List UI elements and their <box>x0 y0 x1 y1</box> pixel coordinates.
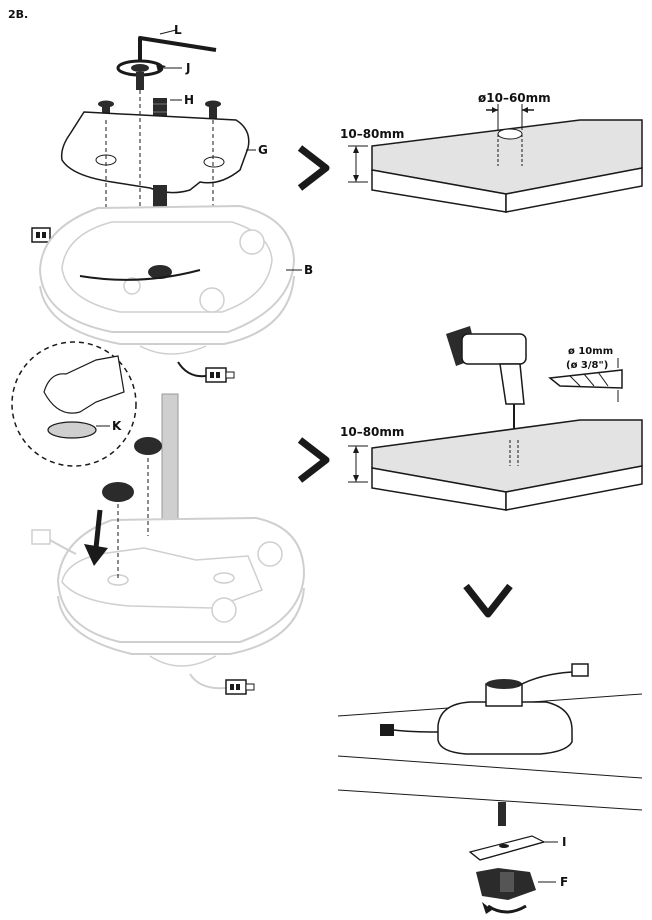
desk-thickness-dimension-bottom <box>348 445 368 483</box>
arrow-down-icon <box>463 583 513 618</box>
drill-bit-icon <box>548 358 623 402</box>
mounting-plate-g-icon <box>60 111 250 194</box>
rod-under-desk-icon <box>498 802 506 826</box>
mounted-base-icon <box>380 663 589 755</box>
hole-diameter-label: ø10–60mm <box>478 91 551 105</box>
washer-plate-i-icon <box>468 835 546 861</box>
part-label-J: J <box>185 61 190 75</box>
adhesive-pad-inset <box>11 341 137 467</box>
drill-icon <box>446 326 527 436</box>
desk-with-hole <box>371 119 643 213</box>
hole-diameter-dimension <box>486 104 534 130</box>
step-label: 2B. <box>8 8 28 21</box>
wing-nut-f-icon <box>476 868 536 900</box>
base-b-icon <box>38 204 296 355</box>
desk-for-drilling <box>371 419 643 511</box>
arrow-right-top-icon <box>297 145 330 191</box>
drill-size-imperial: (ø 3/8") <box>566 360 608 371</box>
part-label-L: L <box>174 23 182 37</box>
part-label-F: F <box>560 875 568 889</box>
part-label-G: G <box>258 143 268 157</box>
rotation-arrow-icon <box>482 902 527 914</box>
desk-thickness-label-top: 10–80mm <box>340 127 404 141</box>
base-with-pads <box>56 393 306 667</box>
screw-j-icon <box>116 59 182 90</box>
cable-connector-lower-left-icon <box>31 529 77 555</box>
arrow-down-press-icon <box>84 509 108 566</box>
allen-key-icon <box>138 29 217 62</box>
desk-thickness-dimension-top <box>348 145 368 183</box>
desk-thickness-label-bottom: 10–80mm <box>340 425 404 439</box>
part-label-B: B <box>304 263 313 277</box>
part-label-H: H <box>184 93 194 107</box>
cable-connector-right-icon <box>177 361 235 383</box>
exploded-base-assembly: L J H <box>31 23 313 383</box>
part-label-I: I <box>562 835 566 849</box>
cable-connector-lower-right-icon <box>189 673 255 695</box>
arrow-right-middle-icon <box>297 437 330 483</box>
drill-size-metric: ø 10mm <box>568 346 613 357</box>
small-screw-right-icon <box>205 100 221 120</box>
part-label-K: K <box>112 419 122 433</box>
